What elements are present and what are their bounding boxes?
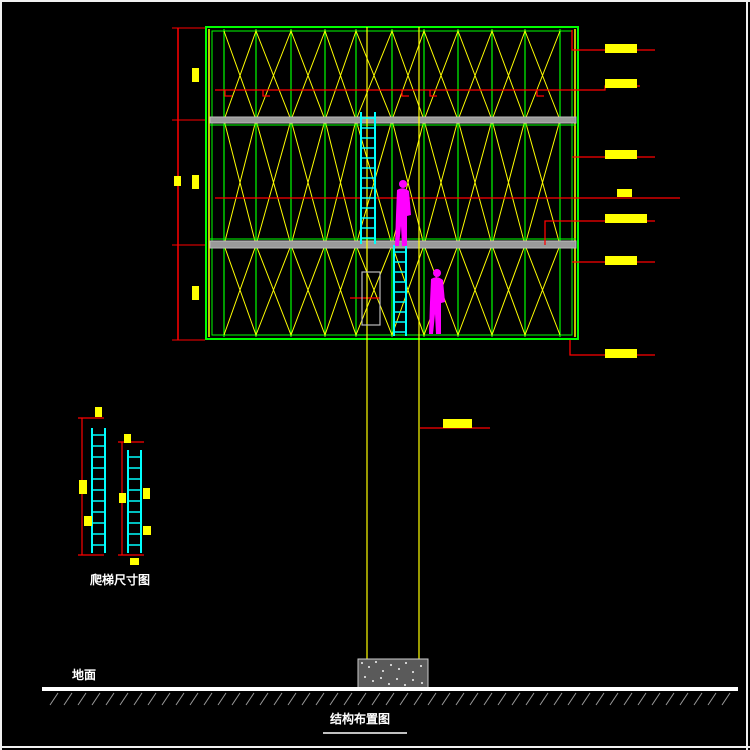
ladder-rungs [361, 117, 406, 333]
maintenance-walkways [209, 116, 577, 249]
human-figure-icon-2 [429, 269, 445, 334]
ground-label: 地面 [72, 667, 96, 682]
concrete-hatch-icon [357, 658, 429, 690]
ladder-detail-title: 爬梯尺寸图 [89, 572, 150, 587]
billboard-height-dimension [172, 27, 205, 341]
callout-tags [443, 44, 647, 428]
ground-line [42, 687, 738, 706]
human-figure-icon [395, 180, 411, 246]
frame-callout-lines [215, 89, 680, 299]
billboard-frame [205, 26, 579, 340]
ladder-detail [78, 407, 151, 565]
drawing-title: 结构布置图 [330, 711, 390, 726]
